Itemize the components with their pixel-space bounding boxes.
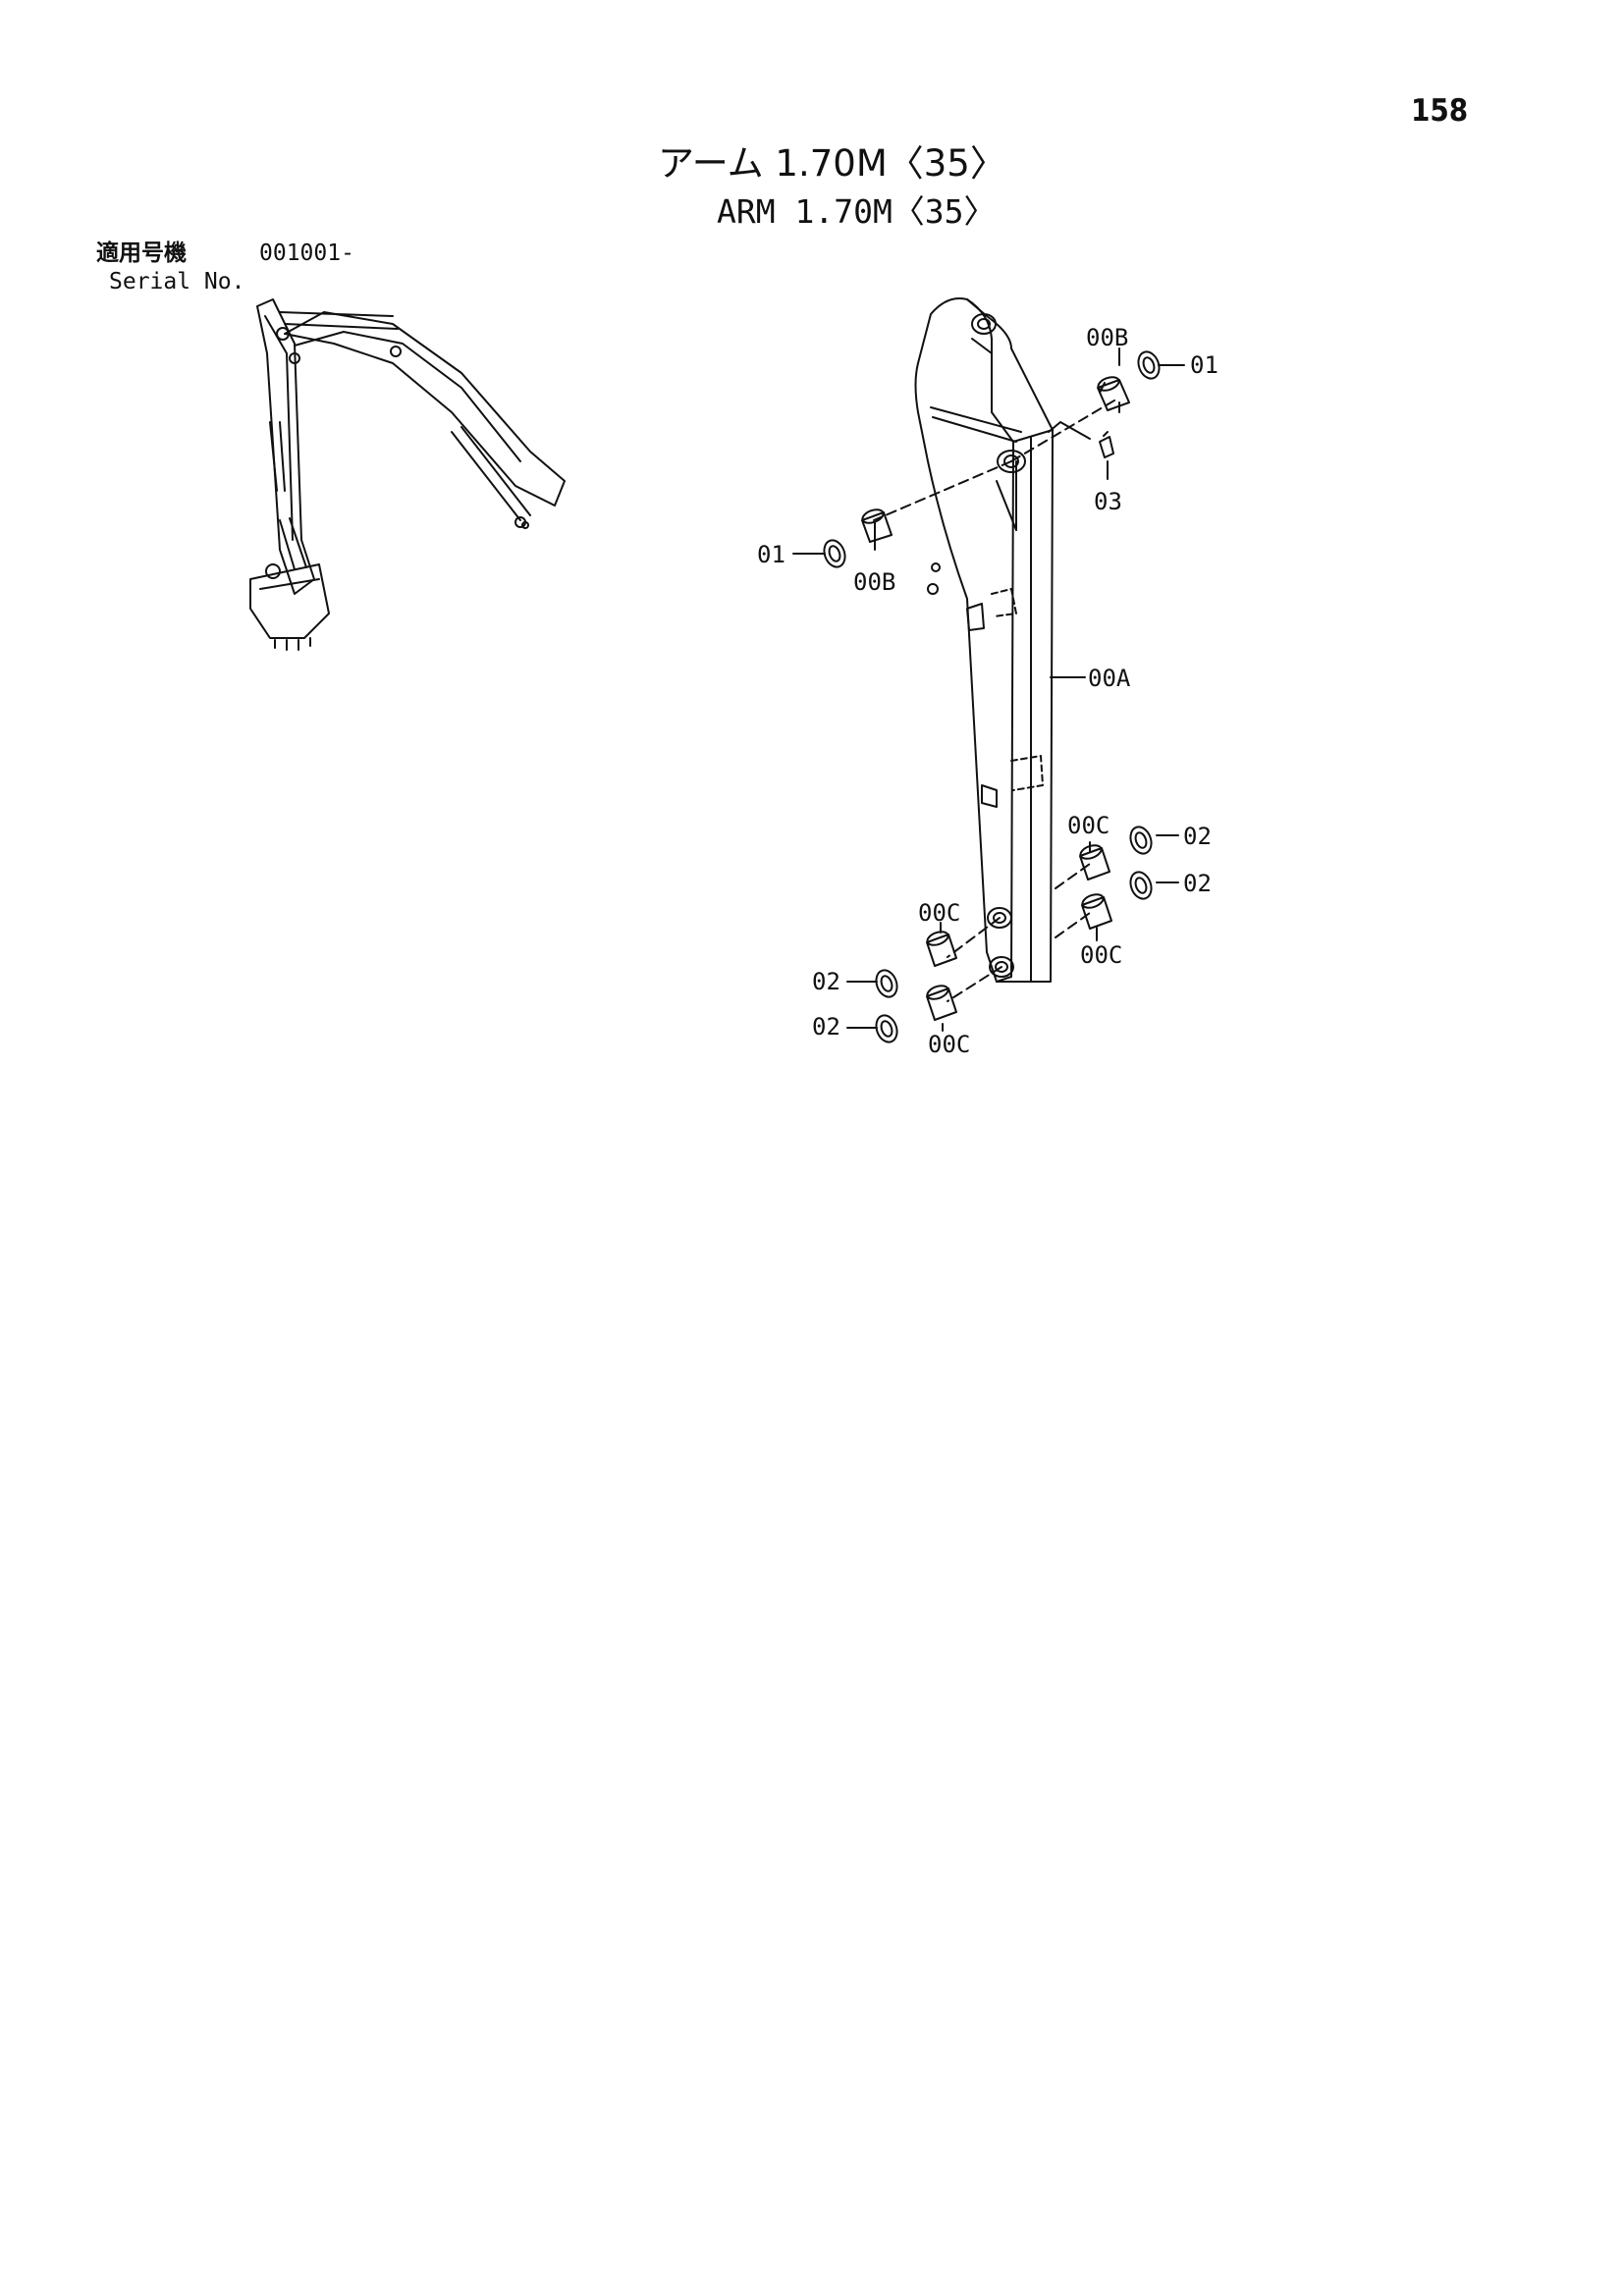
bushing-00B-right	[1097, 376, 1130, 411]
machine-overview-illustration	[249, 298, 566, 651]
seal-02-left-top	[875, 969, 898, 998]
seal-02-right-bottom	[1129, 871, 1153, 900]
title-japanese: アーム 1.70M〈35〉	[658, 142, 1006, 185]
grease-fitting-03	[1099, 431, 1114, 458]
callout-02-right-bottom: 02	[1183, 870, 1212, 897]
callout-00B-top: 00B	[1086, 324, 1129, 351]
callout-02-right-top: 02	[1183, 823, 1212, 850]
serial-label-japanese: 適用号機	[96, 240, 187, 266]
page-number: 158	[1411, 93, 1469, 129]
callout-01-right: 01	[1190, 351, 1218, 379]
callout-02-left-top: 02	[812, 968, 840, 995]
bushing-00C-left-top	[926, 931, 957, 967]
serial-number-value: 001001-	[259, 240, 354, 266]
callout-00C-left-top: 00C	[918, 899, 961, 927]
bushing-00C-left-bottom	[926, 985, 957, 1021]
callout-00B-left: 00B	[853, 568, 896, 596]
bushing-00B-left	[861, 508, 893, 543]
callout-00C-right-bottom: 00C	[1080, 941, 1123, 969]
callout-01-left: 01	[757, 541, 785, 568]
title-english: ARM 1.70M〈35〉	[717, 192, 997, 231]
seal-02-right-top	[1129, 826, 1153, 855]
leader-lines	[792, 347, 1185, 1032]
callout-03: 03	[1094, 488, 1122, 515]
seal-01-left	[823, 539, 846, 568]
arm-body-part-00A	[914, 297, 1054, 983]
seal-02-left-bottom	[875, 1014, 898, 1043]
callout-02-left-bottom: 02	[812, 1013, 840, 1041]
bushing-00C-right-bottom	[1081, 893, 1112, 930]
seal-01-right	[1137, 350, 1161, 380]
callout-00C-left-bottom: 00C	[928, 1031, 971, 1058]
serial-label-english: Serial No.	[109, 269, 245, 294]
callout-00A: 00A	[1088, 665, 1131, 692]
bushing-00C-right-top	[1079, 844, 1110, 881]
callout-00C-right-top: 00C	[1067, 812, 1110, 839]
